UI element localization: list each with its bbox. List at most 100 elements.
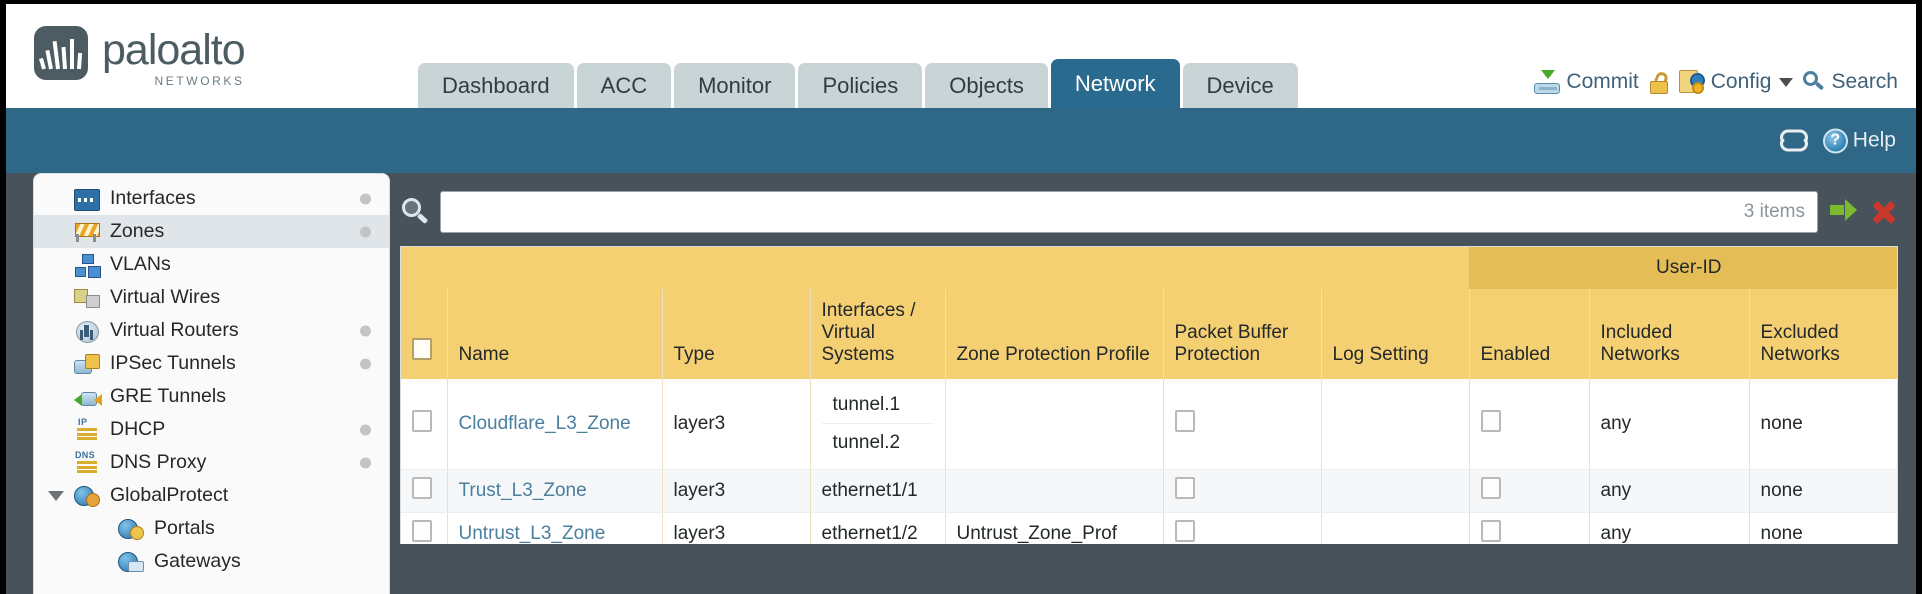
userid-enabled-checkbox[interactable] — [1480, 477, 1501, 499]
row-included-networks-cell: any — [1589, 469, 1750, 513]
zone-name-link[interactable]: Untrust_L3_Zone — [458, 523, 606, 544]
sidebar-item-gre-tunnels[interactable]: GRE Tunnels — [34, 380, 389, 413]
row-pbp-cell[interactable] — [1163, 512, 1322, 544]
row-log-setting-cell — [1321, 379, 1470, 470]
tab-dashboard[interactable]: Dashboard — [418, 63, 574, 108]
config-menu-button[interactable]: Config — [1678, 70, 1794, 94]
table-row[interactable]: Untrust_L3_Zone layer3 ethernet1/2 Untru… — [401, 512, 1897, 544]
sidebar-item-label: IPSec Tunnels — [110, 352, 236, 374]
sidebar-item-dhcp[interactable]: DHCP — [34, 413, 389, 446]
sub-header-bar: ? Help — [6, 108, 1916, 173]
row-select-cell[interactable] — [401, 379, 448, 470]
row-userid-enabled-cell[interactable] — [1469, 379, 1590, 470]
clear-filter-icon[interactable] — [1868, 196, 1898, 228]
zones-table-wrapper: User-ID Name Type Interfaces / Virtual S… — [400, 246, 1898, 544]
row-checkbox[interactable] — [412, 477, 432, 499]
row-checkbox[interactable] — [412, 410, 432, 432]
search-field-wrapper[interactable]: 3 items — [440, 191, 1818, 233]
tab-policies[interactable]: Policies — [798, 63, 923, 108]
tab-device[interactable]: Device — [1182, 63, 1298, 108]
tab-network[interactable]: Network — [1050, 59, 1180, 108]
gateways-icon — [118, 551, 144, 573]
virtual-routers-icon — [74, 320, 100, 343]
row-name-cell: Trust_L3_Zone — [447, 469, 663, 513]
sidebar-item-virtual-routers[interactable]: Virtual Routers — [34, 314, 389, 347]
table-row[interactable]: Cloudflare_L3_Zone layer3 tunnel.1 tunne… — [401, 379, 1897, 470]
header-group-userid: User-ID — [1469, 247, 1897, 289]
chevron-down-icon[interactable] — [48, 490, 64, 501]
ipsec-tunnels-icon — [74, 353, 100, 375]
sidebar-item-vlans[interactable]: VLANs — [34, 248, 389, 281]
header-excluded-networks[interactable]: Excluded Networks — [1749, 289, 1897, 379]
table-header: User-ID Name Type Interfaces / Virtual S… — [401, 247, 1897, 379]
row-name-cell: Untrust_L3_Zone — [447, 512, 663, 544]
status-dot — [360, 193, 371, 204]
status-dot — [360, 226, 371, 237]
row-checkbox[interactable] — [412, 520, 432, 542]
sidebar-item-label: Gateways — [154, 550, 241, 572]
tab-monitor[interactable]: Monitor — [674, 63, 796, 108]
row-userid-enabled-cell[interactable] — [1469, 512, 1590, 544]
tab-acc[interactable]: ACC — [576, 63, 672, 108]
sidebar-item-label: GRE Tunnels — [110, 385, 226, 407]
sidebar-item-label: DHCP — [110, 418, 166, 440]
header-interfaces[interactable]: Interfaces / Virtual Systems — [810, 289, 946, 379]
row-log-setting-cell — [1321, 512, 1470, 544]
refresh-icon[interactable] — [1779, 129, 1808, 152]
row-userid-enabled-cell[interactable] — [1469, 469, 1590, 513]
header-type[interactable]: Type — [662, 289, 811, 379]
commit-button[interactable]: Commit — [1534, 70, 1639, 94]
header-select-all[interactable] — [401, 289, 448, 379]
packet-buffer-protection-checkbox[interactable] — [1174, 520, 1195, 542]
row-select-cell[interactable] — [401, 469, 448, 513]
header-log-setting[interactable]: Log Setting — [1321, 289, 1470, 379]
row-zpp-cell — [945, 469, 1164, 513]
config-lock-button[interactable] — [1649, 70, 1670, 94]
zone-name-link[interactable]: Trust_L3_Zone — [458, 480, 587, 501]
sidebar: Interfaces Zones VLANs Virtual Wires Vir… — [33, 173, 390, 594]
sidebar-item-globalprotect[interactable]: GlobalProtect — [34, 479, 389, 512]
zone-name-link[interactable]: Cloudflare_L3_Zone — [458, 413, 631, 434]
sidebar-item-virtual-wires[interactable]: Virtual Wires — [34, 281, 389, 314]
header-name[interactable]: Name — [447, 289, 663, 379]
row-select-cell[interactable] — [401, 512, 448, 544]
header-included-networks[interactable]: Included Networks — [1589, 289, 1750, 379]
tab-objects[interactable]: Objects — [925, 63, 1048, 108]
row-included-networks-cell: any — [1589, 512, 1750, 544]
search-input[interactable] — [453, 201, 1734, 223]
userid-enabled-checkbox[interactable] — [1480, 410, 1501, 432]
row-pbp-cell[interactable] — [1163, 469, 1322, 513]
brand-tagline: NETWORKS — [154, 74, 245, 88]
brand-logo: paloalto NETWORKS — [34, 26, 246, 88]
sidebar-item-gateways[interactable]: Gateways — [34, 545, 389, 578]
portals-icon — [118, 518, 144, 540]
select-all-checkbox[interactable] — [412, 338, 432, 360]
userid-enabled-checkbox[interactable] — [1480, 520, 1501, 542]
header-userid-enabled[interactable]: Enabled — [1469, 289, 1590, 379]
packet-buffer-protection-checkbox[interactable] — [1174, 410, 1195, 432]
status-dot — [360, 457, 371, 468]
packet-buffer-protection-checkbox[interactable] — [1174, 477, 1195, 499]
help-icon: ? — [1822, 128, 1848, 153]
search-icon[interactable] — [400, 197, 430, 227]
header-packet-buffer-protection[interactable]: Packet Buffer Protection — [1163, 289, 1322, 379]
row-pbp-cell[interactable] — [1163, 379, 1322, 470]
sidebar-item-zones[interactable]: Zones — [34, 215, 389, 248]
main-content: 3 items — [390, 173, 1916, 594]
help-button[interactable]: ? Help — [1822, 128, 1896, 153]
lock-icon — [1649, 70, 1670, 94]
item-count-label: 3 items — [1743, 201, 1805, 222]
vlans-icon — [74, 253, 100, 277]
search-button[interactable]: Search — [1803, 70, 1898, 94]
apply-filter-icon[interactable] — [1828, 196, 1858, 228]
sidebar-item-dns-proxy[interactable]: DNS Proxy — [34, 446, 389, 479]
status-dot — [360, 325, 371, 336]
sidebar-item-interfaces[interactable]: Interfaces — [34, 182, 389, 215]
sidebar-item-portals[interactable]: Portals — [34, 512, 389, 545]
sidebar-item-ipsec-tunnels[interactable]: IPSec Tunnels — [34, 347, 389, 380]
header-zone-protection-profile[interactable]: Zone Protection Profile — [945, 289, 1164, 379]
brand-name: paloalto — [102, 26, 246, 74]
table-row[interactable]: Trust_L3_Zone layer3 ethernet1/1 — [401, 469, 1897, 513]
sidebar-item-label: Zones — [110, 220, 165, 242]
